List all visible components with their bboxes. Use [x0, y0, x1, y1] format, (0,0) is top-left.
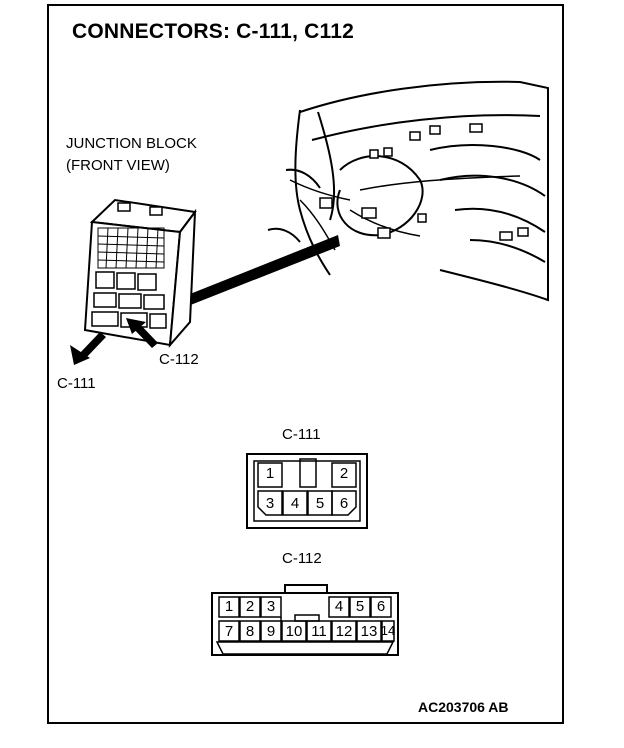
c111-callout: C-111 [57, 375, 96, 392]
harness-wires [289, 175, 521, 251]
junction-block-view-label: (FRONT VIEW) [66, 157, 170, 174]
c112-pin: 5 [355, 598, 365, 615]
c112-connector-label: C-112 [282, 550, 322, 567]
c112-pin: 10 [285, 623, 303, 640]
c112-callout: C-112 [159, 351, 199, 368]
c112-pin: 14 [380, 623, 396, 638]
c112-connector [211, 584, 399, 656]
junction-block-label: JUNCTION BLOCK [66, 135, 197, 152]
figure-frame [47, 4, 564, 724]
page-title: CONNECTORS: C-111, C112 [72, 20, 354, 43]
instrument-panel [267, 80, 549, 302]
c111-pin: 5 [315, 495, 325, 512]
c112-pin: 2 [245, 598, 255, 615]
c112-arrow [126, 318, 158, 348]
c112-pin: 6 [376, 598, 386, 615]
c111-pin: 6 [339, 495, 349, 512]
c112-pin: 4 [334, 598, 344, 615]
c112-pin: 13 [360, 623, 378, 640]
c111-pin: 4 [290, 495, 300, 512]
location-pointer [185, 235, 340, 306]
c111-pin: 1 [265, 465, 275, 482]
fuse-grid [97, 227, 165, 269]
c112-pin: 9 [266, 623, 276, 640]
figure-code: AC203706 AB [418, 699, 509, 715]
c112-pin: 3 [266, 598, 276, 615]
c111-connector [246, 453, 368, 529]
c111-arrow [70, 332, 106, 365]
c111-connector-label: C-111 [282, 426, 321, 443]
c111-pin: 2 [339, 465, 349, 482]
c111-pin: 3 [265, 495, 275, 512]
c112-pin: 8 [245, 623, 255, 640]
c112-pin: 11 [311, 623, 327, 640]
c112-pin: 12 [335, 623, 353, 640]
junction-sockets [91, 271, 167, 329]
c112-pin: 1 [224, 598, 234, 615]
c112-pin: 7 [224, 623, 234, 640]
dash-connectors [319, 123, 529, 241]
